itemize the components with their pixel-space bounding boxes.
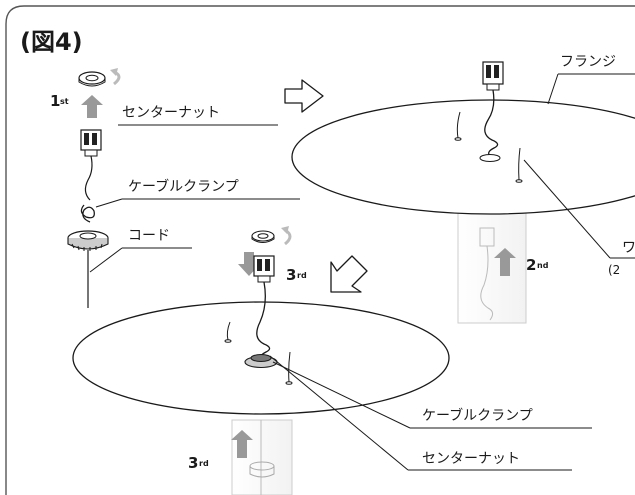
wire-ground-left [456, 111, 461, 139]
label-wire: ワ [622, 240, 635, 256]
center-nut-part [251, 230, 275, 243]
connector-upper [479, 61, 504, 162]
step-3a-number: 3 [286, 266, 296, 284]
outline-arrow-right-icon [284, 79, 324, 113]
cable-clamp-part [67, 230, 109, 251]
rotate-arrow-icon [110, 68, 121, 86]
cord-wire [84, 155, 93, 201]
wire-ground-right [518, 147, 521, 181]
label-flange: フランジ [560, 54, 616, 70]
label-center-nut-bottom: センターナット [422, 451, 520, 467]
center-nut-part [78, 71, 106, 87]
arrow-up-icon [494, 248, 516, 276]
step-2-number: 2 [526, 256, 536, 274]
ghost-clamp [249, 420, 275, 495]
rotate-arrow-icon [281, 226, 292, 246]
step-3b-suffix: rd [199, 459, 209, 468]
cord-knot [80, 204, 95, 223]
connector-part [80, 129, 102, 157]
figure-frame [5, 5, 635, 495]
step-1-suffix: st [60, 97, 69, 106]
pole-upper [457, 204, 527, 324]
flange-disc [291, 99, 635, 215]
arrow-up-icon [81, 95, 103, 118]
arrow-up-icon [231, 430, 253, 458]
ghost-cord [479, 227, 495, 321]
step-3a-suffix: rd [297, 271, 307, 280]
step-3b-number: 3 [188, 454, 198, 472]
label-cable-clamp-bottom: ケーブルクランプ [422, 407, 533, 424]
label-center-nut-top: センターナット [122, 105, 220, 121]
outline-arrow-down-left-icon [330, 255, 368, 293]
label-cord: コード [128, 228, 170, 244]
figure-title: (図4) [20, 28, 83, 56]
cable-clamp-installed [244, 354, 278, 369]
label-cable-clamp-left: ケーブルクランプ [128, 178, 239, 195]
label-paren: (2 [608, 263, 620, 277]
step-1-number: 1 [50, 92, 60, 110]
step-2-suffix: nd [537, 261, 549, 270]
